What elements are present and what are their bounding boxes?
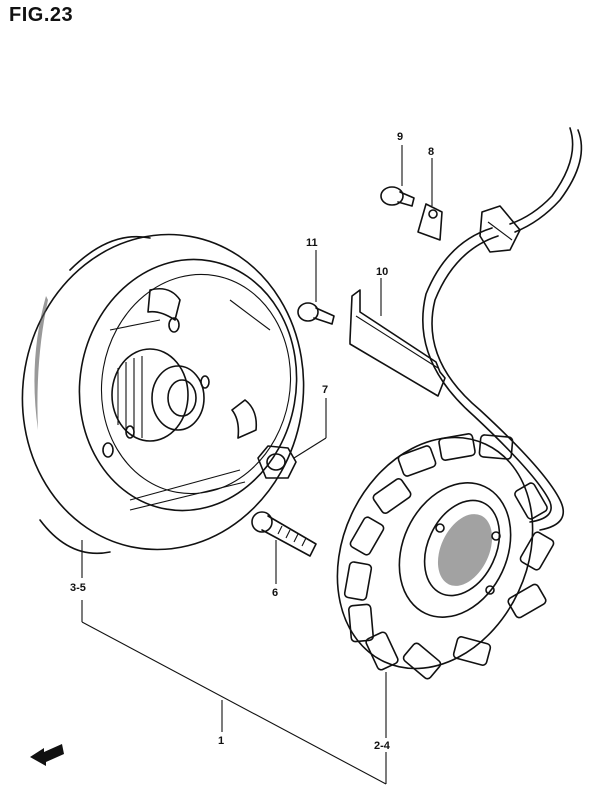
stator-assembly [336, 433, 555, 680]
front-arrow-icon [30, 744, 64, 766]
callout-2-4: 2-4 [374, 740, 391, 752]
clamp-8 [417, 203, 443, 241]
leader-lines [81, 145, 433, 785]
callout-10: 10 [376, 266, 388, 278]
wire-harness [422, 127, 583, 531]
callout-8: 8 [428, 146, 434, 158]
plate-10 [349, 289, 446, 397]
callout-6: 6 [272, 587, 278, 599]
callout-3-5: 3-5 [70, 582, 86, 594]
nut-7 [257, 445, 297, 479]
flywheel-rotor [21, 233, 305, 555]
bolt-11 [297, 302, 335, 325]
callout-7: 7 [322, 384, 328, 396]
figure-title: FIG.23 [9, 4, 74, 26]
callout-9: 9 [397, 131, 403, 143]
bolt-9 [380, 186, 415, 207]
callout-1: 1 [218, 735, 224, 747]
bolt-6 [251, 511, 317, 557]
callout-11: 11 [306, 237, 318, 249]
